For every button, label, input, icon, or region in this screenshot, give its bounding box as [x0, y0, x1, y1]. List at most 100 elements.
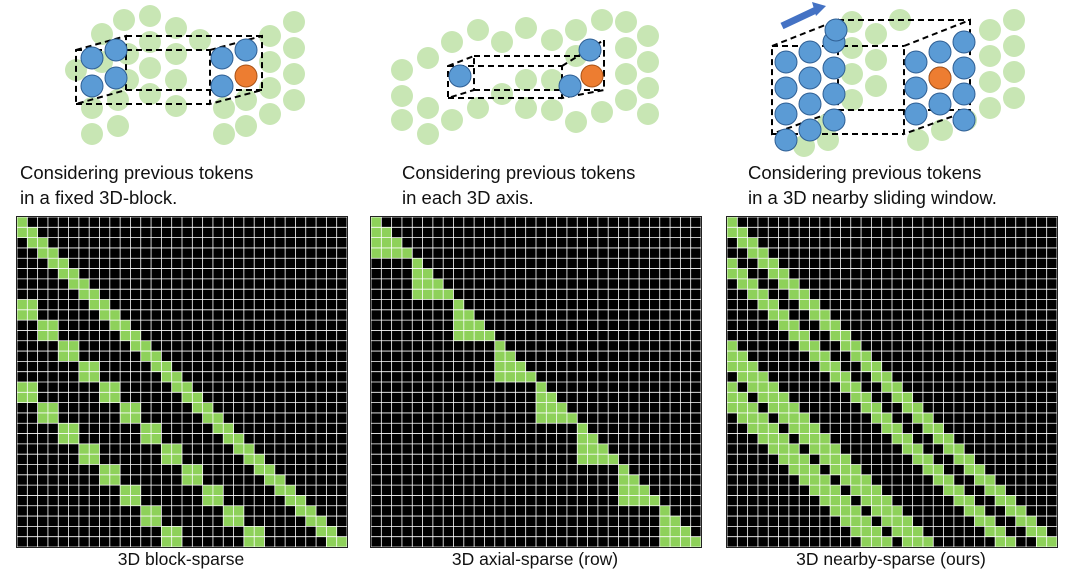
attention-cell-active [747, 237, 758, 248]
green-token [213, 97, 235, 119]
attention-cell-active [412, 278, 423, 290]
attention-cell-active [830, 443, 841, 455]
attention-cell-active [912, 536, 923, 547]
attention-cell-active [861, 402, 872, 413]
attention-cell-active [757, 423, 769, 434]
attention-cell-active [727, 227, 738, 238]
attention-cell-active [212, 412, 224, 424]
attention-cell-active [505, 361, 516, 372]
attention-cell-active [737, 278, 748, 290]
block-sparse-caption: Considering previous tokens in a fixed 3… [20, 160, 350, 210]
attention-cell-active [871, 412, 882, 424]
attention-cell-active [881, 516, 892, 527]
attention-cell-active [432, 278, 444, 290]
attention-cell-active [264, 474, 275, 486]
axial-sparse-label: 3D axial-sparse (row) [451, 549, 619, 569]
green-token [615, 37, 637, 59]
attention-cell-active [819, 320, 831, 331]
attention-cell-active [850, 505, 862, 517]
attention-cell-active [618, 464, 629, 475]
attention-cell-active [494, 361, 506, 372]
attention-cell-active [871, 495, 882, 506]
attention-cell-active [89, 443, 100, 455]
attention-cell-active [68, 278, 79, 290]
attention-cell-active [371, 247, 382, 259]
attention-cell-active [1036, 526, 1047, 537]
attention-cell-active [556, 402, 567, 413]
attention-cell-active [274, 474, 286, 486]
attention-cell-active [922, 423, 934, 434]
blue-token-group [774, 18, 976, 152]
attention-cell-active [778, 392, 789, 403]
attention-cell-active [830, 371, 841, 382]
attention-cell-active [192, 392, 203, 403]
attention-cell-active [788, 330, 800, 341]
attention-cell-active [68, 340, 79, 352]
blue-token [824, 18, 848, 42]
green-token [515, 69, 537, 91]
attention-cell-active [161, 371, 172, 382]
attention-cell-active [89, 289, 100, 300]
attention-cell-active [840, 454, 851, 465]
attention-cell-active [47, 258, 59, 269]
attention-cell-active [659, 516, 671, 527]
attention-cell-active [727, 351, 738, 362]
blue-token [904, 76, 928, 100]
attention-cell-active [757, 289, 769, 300]
attention-cell-active [254, 464, 265, 475]
attention-cell-active [120, 330, 131, 341]
attention-cell-active [799, 454, 810, 465]
attention-cell-active [861, 485, 872, 496]
attention-cell-active [412, 268, 423, 279]
green-token [391, 85, 413, 107]
attention-cell-active [778, 443, 789, 455]
blue-token [774, 50, 798, 74]
green-token [283, 63, 305, 85]
green-token [1003, 9, 1025, 31]
green-token [113, 9, 135, 31]
attention-cell-active [505, 351, 516, 362]
attention-cell-active [99, 382, 110, 393]
matrix-grid-lines [371, 217, 701, 547]
blue-token [80, 46, 104, 70]
attention-cell-active [881, 423, 892, 434]
attention-cell-active [974, 464, 985, 475]
attention-cell-active [182, 382, 193, 393]
attention-cell-active [840, 464, 851, 475]
attention-cell-active [892, 516, 903, 527]
attention-cell-active [536, 402, 547, 413]
attention-cell-active [757, 382, 769, 393]
attention-cell-active [628, 495, 640, 506]
green-token [139, 57, 161, 79]
attention-cell-active [1015, 516, 1027, 527]
attention-cell-active [953, 454, 965, 465]
attention-cell-active [577, 423, 588, 434]
attention-cell-active [546, 412, 557, 424]
green-token [591, 101, 613, 123]
blue-token [774, 76, 798, 100]
attention-cell-active [120, 320, 131, 331]
blue-token [928, 92, 952, 116]
caption-line-1: Considering previous tokens [402, 162, 636, 183]
attention-cell-active [809, 485, 820, 496]
attention-cell-active [995, 485, 1006, 496]
attention-cell-active [58, 423, 69, 434]
attention-cell-active [536, 392, 547, 403]
attention-cell-active [788, 464, 800, 475]
blue-token [210, 74, 234, 98]
matrix-grid-lines [727, 217, 1057, 547]
attention-cell-active [768, 423, 779, 434]
attention-cell-active [902, 433, 913, 444]
attention-cell-active [78, 289, 90, 300]
green-token [391, 109, 413, 131]
attention-cell-active [78, 361, 90, 372]
attention-cell-active [861, 351, 872, 362]
attention-cell-active [912, 526, 923, 537]
blue-token [822, 56, 846, 80]
attention-cell-active [747, 382, 758, 393]
attention-cell-active [830, 361, 841, 372]
attention-cell-active [371, 237, 382, 248]
attention-cell-active [850, 351, 862, 362]
attention-cell-active [618, 485, 629, 496]
green-token [565, 19, 587, 41]
